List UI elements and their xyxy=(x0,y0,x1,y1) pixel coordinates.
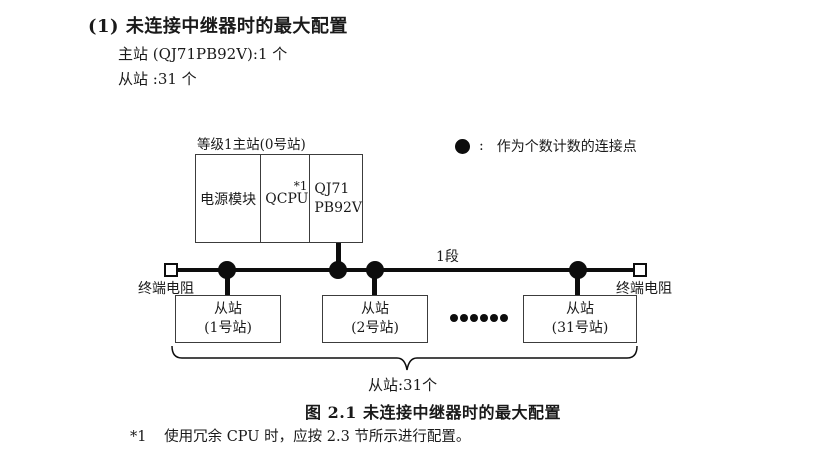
master-connector-line xyxy=(336,243,341,269)
qcpu-label: QCPU xyxy=(265,190,309,207)
connection-point-slave2 xyxy=(366,261,384,279)
footnote-reference: *1 xyxy=(293,179,308,193)
slave-station-box-31: 从站 (31号站) xyxy=(523,295,637,343)
connection-point-dot-icon xyxy=(455,138,470,154)
figure-caption: 图 2.1 未连接中继器时的最大配置 xyxy=(305,403,561,422)
terminating-resistor-left-icon xyxy=(164,263,178,277)
legend-label: 作为个数计数的连接点 xyxy=(496,139,637,155)
slave1-title: 从站 xyxy=(214,301,242,318)
ellipsis-dots xyxy=(450,314,508,322)
slave31-number: (31号站) xyxy=(551,320,609,336)
slave1-number: (1号站) xyxy=(204,320,252,336)
master-station-box: 电源模块 *1 QCPU QJ71 PB92V xyxy=(195,154,363,243)
connection-point-slave1 xyxy=(218,261,236,279)
master-count-line: 主站 (QJ71PB92V):1 个 xyxy=(118,45,288,63)
terminating-resistor-left-label: 终端电阻 xyxy=(138,281,194,297)
footnote-text: 使用冗余 CPU 时，应按 2.3 节所示进行配置。 xyxy=(164,429,471,445)
pb92v-line: PB92V xyxy=(314,199,362,216)
terminating-resistor-right-icon xyxy=(633,263,647,277)
qcpu-cell: *1 QCPU xyxy=(261,155,311,242)
section-heading: (1) 未连接中继器时的最大配置 xyxy=(88,16,348,37)
footnote: *1 使用冗余 CPU 时，应按 2.3 节所示进行配置。 xyxy=(130,425,470,446)
segment-label: 1段 xyxy=(436,249,459,265)
ellipsis-dot xyxy=(480,314,488,322)
legend: : 作为个数计数的连接点 xyxy=(455,136,637,156)
slave-group-count-label: 从站:31个 xyxy=(368,376,438,394)
slave2-title: 从站 xyxy=(361,301,389,318)
ellipsis-dot xyxy=(470,314,478,322)
slave-station-box-1: 从站 (1号站) xyxy=(175,295,281,343)
ellipsis-dot xyxy=(500,314,508,322)
qj71pb92v-cell: QJ71 PB92V xyxy=(310,155,362,242)
slave2-number: (2号站) xyxy=(351,320,399,336)
ellipsis-dot xyxy=(450,314,458,322)
ellipsis-dot xyxy=(460,314,468,322)
slave2-connector-line xyxy=(372,270,377,295)
qj71-line: QJ71 xyxy=(314,181,350,198)
slave1-connector-line xyxy=(225,270,230,295)
slave-count-line: 从站 :31 个 xyxy=(118,70,197,88)
master-station-label: 等级1主站(0号站) xyxy=(197,137,306,153)
footnote-marker: *1 xyxy=(130,429,147,445)
connection-point-master xyxy=(329,261,347,279)
slave-group-brace xyxy=(171,345,638,371)
bus-line xyxy=(177,268,633,272)
power-module-cell: 电源模块 xyxy=(196,155,262,242)
ellipsis-dot xyxy=(490,314,498,322)
terminating-resistor-right-label: 终端电阻 xyxy=(616,281,672,297)
slave31-connector-line xyxy=(575,270,580,295)
slave-station-box-2: 从站 (2号站) xyxy=(322,295,428,343)
slave31-title: 从站 xyxy=(566,301,594,318)
legend-colon: : xyxy=(479,138,484,154)
connection-point-slave31 xyxy=(569,261,587,279)
